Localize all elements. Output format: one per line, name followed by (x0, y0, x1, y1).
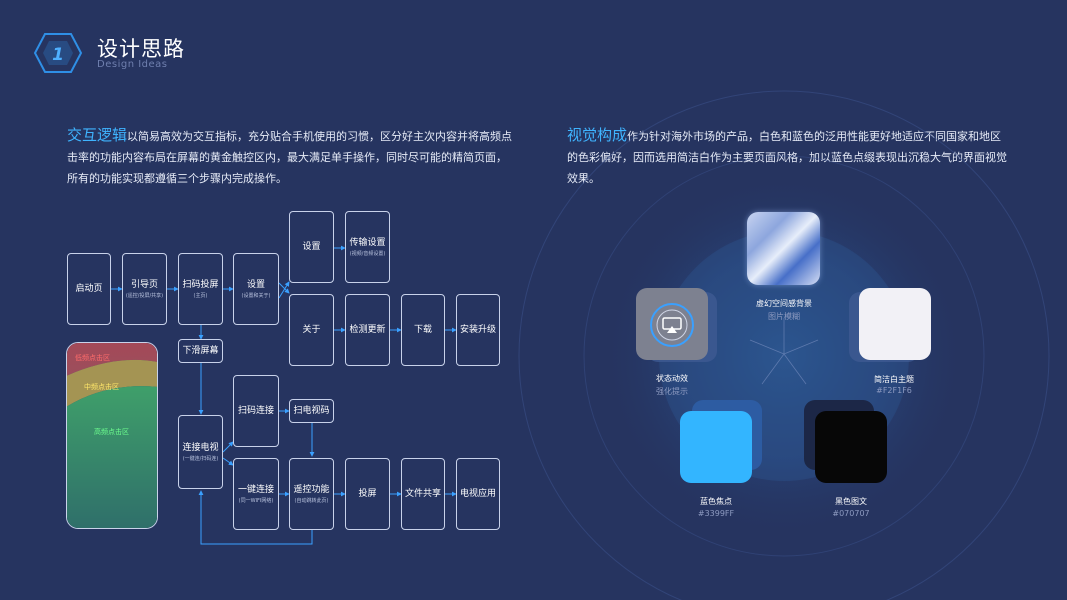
flow-settings: 设置(设置和关于) (233, 253, 279, 325)
blue-label: 蓝色焦点 (700, 497, 732, 506)
flow-scan-cast-home: 扫码投屏(主页) (178, 253, 223, 325)
blue-focus-swatch (680, 411, 752, 483)
flow-install-upgrade: 安装升级 (456, 294, 500, 366)
interaction-logic-heading: 交互逻辑 (67, 126, 128, 144)
blue-sub: #3399FF (697, 509, 735, 518)
page-subtitle: Design Ideas (97, 59, 168, 70)
flow-scan-tv-code: 扫电视码 (289, 399, 334, 423)
section-number-icon: 1 (33, 33, 83, 73)
white-label: 简洁白主题 (874, 375, 914, 384)
flow-tv-apps: 电视应用 (456, 458, 500, 530)
section-number: 1 (52, 45, 64, 65)
status-sub: 强化提示 (656, 387, 688, 396)
flow-settings-sub: 设置 (289, 211, 334, 283)
low-frequency-zone-label: 低频点击区 (75, 354, 110, 362)
white-theme-swatch (859, 288, 931, 360)
blurred-background-swatch (747, 212, 820, 285)
flow-one-key-connect: 一键连接(同一WIFI网络) (233, 458, 279, 530)
visual-composition-heading: 视觉构成 (567, 126, 628, 144)
black-label: 黑色图文 (835, 497, 867, 506)
mid-frequency-zone-label: 中频点击区 (84, 383, 119, 391)
high-frequency-zone-label: 高频点击区 (94, 428, 129, 436)
flow-remote-control: 遥控功能(自动跳转此页) (289, 458, 334, 530)
flow-guide-page: 引导页(遥控/投屏/共享) (122, 253, 167, 325)
touch-zone-heatmap (67, 343, 157, 528)
status-animation-swatch (636, 288, 708, 360)
visual-composition-paragraph: 视觉构成作为针对海外市场的产品，白色和蓝色的泛用性能更好地适应不同国家和地区的色… (567, 125, 1009, 189)
status-label: 状态动效 (656, 374, 688, 383)
flow-scan-connect: 扫码连接 (233, 375, 279, 447)
flow-start-page: 启动页 (67, 253, 111, 325)
interaction-logic-body: 以简易高效为交互指标，充分贴合手机使用的习惯，区分好主次内容并将高频点击率的功能… (67, 130, 513, 185)
flow-cast: 投屏 (345, 458, 390, 530)
flow-swipe-down: 下滑屏幕 (178, 339, 223, 363)
white-sub: #F2F1F6 (876, 386, 912, 395)
flow-check-update: 检测更新 (345, 294, 390, 366)
black-text-swatch (815, 411, 887, 483)
flow-transfer-settings: 传输设置(视频/音频设置) (345, 211, 390, 283)
page-title: 设计思路 (97, 37, 185, 61)
flow-file-share: 文件共享 (401, 458, 445, 530)
flow-about: 关于 (289, 294, 334, 366)
airplay-icon (650, 303, 694, 347)
interaction-logic-paragraph: 交互逻辑以简易高效为交互指标，充分贴合手机使用的习惯，区分好主次内容并将高频点击… (67, 125, 512, 189)
flow-download: 下载 (401, 294, 445, 366)
black-sub: #070707 (832, 509, 870, 518)
bg-label: 虚幻空间感背景 (756, 299, 812, 308)
bg-sub: 图片模糊 (768, 312, 800, 321)
visual-composition-body: 作为针对海外市场的产品，白色和蓝色的泛用性能更好地适应不同国家和地区的色彩偏好，… (567, 130, 1007, 185)
phone-touch-zone-illustration: 低频点击区 中频点击区 高频点击区 (66, 342, 158, 529)
flow-connect-tv: 连接电视(一键连/扫码连) (178, 415, 223, 489)
